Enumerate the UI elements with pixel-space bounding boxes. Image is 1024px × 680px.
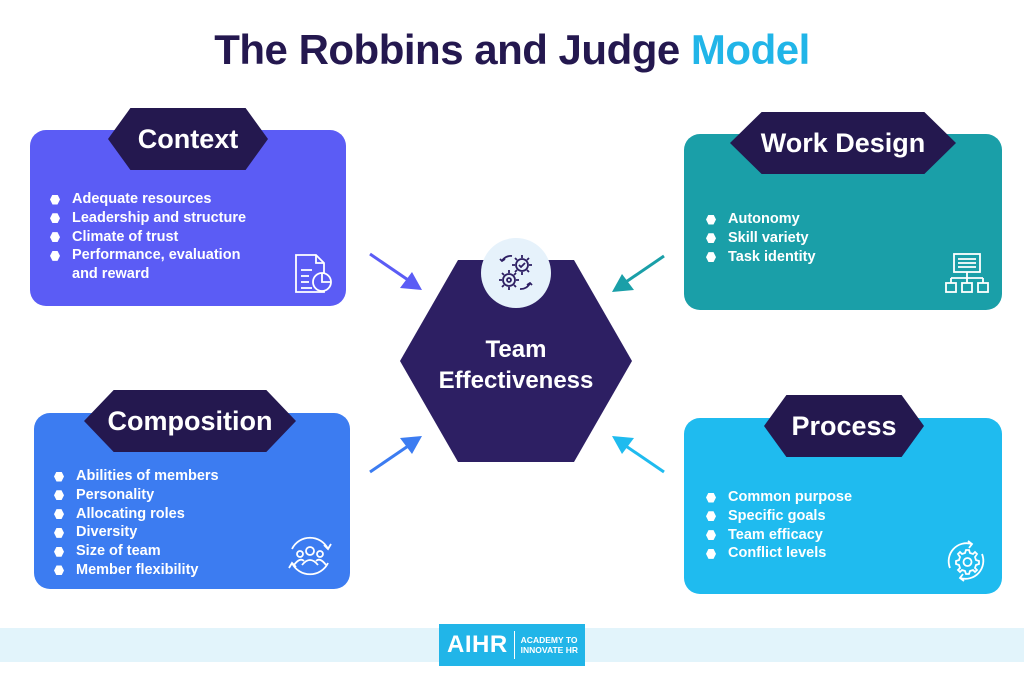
context-item: Climate of trust: [48, 228, 246, 247]
process-item: Common purpose: [704, 488, 852, 507]
arrow-composition: [369, 436, 422, 474]
gear-cycle-icon: [947, 540, 985, 582]
page-title: The Robbins and Judge Model: [0, 26, 1024, 74]
team-cycle-icon: [288, 536, 332, 576]
org-chart-icon: [945, 253, 989, 293]
context-item: Leadership and structure: [48, 209, 246, 228]
composition-item: Allocating roles: [52, 505, 219, 524]
process-card: Common purpose Specific goals Team effic…: [684, 418, 1002, 594]
document-chart-icon: [295, 254, 332, 293]
work-design-card: Autonomy Skill variety Task identity: [684, 134, 1002, 310]
composition-item: Size of team: [52, 542, 219, 561]
composition-card: Abilities of members Personality Allocat…: [34, 413, 350, 589]
composition-item: Personality: [52, 486, 219, 505]
process-label: Process: [764, 395, 924, 457]
work-design-list: Autonomy Skill variety Task identity: [704, 210, 816, 266]
gears-icon-badge: [481, 238, 551, 308]
process-item: Conflict levels: [704, 544, 852, 563]
context-label: Context: [108, 108, 268, 170]
work-design-item: Task identity: [704, 248, 816, 267]
composition-item: Member flexibility: [52, 561, 219, 580]
composition-list: Abilities of members Personality Allocat…: [52, 467, 219, 580]
work-design-item: Skill variety: [704, 229, 816, 248]
title-accent: Model: [690, 26, 810, 73]
composition-item: Abilities of members: [52, 467, 219, 486]
context-item: Adequate resources: [48, 190, 246, 209]
process-item: Specific goals: [704, 507, 852, 526]
arrow-process: [612, 436, 665, 474]
arrow-context: [369, 252, 422, 290]
process-item: Team efficacy: [704, 526, 852, 545]
logo-brand: AIHR: [447, 631, 508, 658]
work-design-item: Autonomy: [704, 210, 816, 229]
context-list: Adequate resources Leadership and struct…: [48, 190, 246, 284]
title-main: The Robbins and Judge: [214, 26, 680, 73]
composition-item: Diversity: [52, 523, 219, 542]
gears-icon: [499, 255, 533, 290]
logo-divider: [513, 631, 515, 659]
composition-label: Composition: [84, 390, 296, 452]
arrow-work-design: [612, 254, 665, 292]
process-list: Common purpose Specific goals Team effic…: [704, 488, 852, 563]
work-design-label: Work Design: [730, 112, 956, 174]
